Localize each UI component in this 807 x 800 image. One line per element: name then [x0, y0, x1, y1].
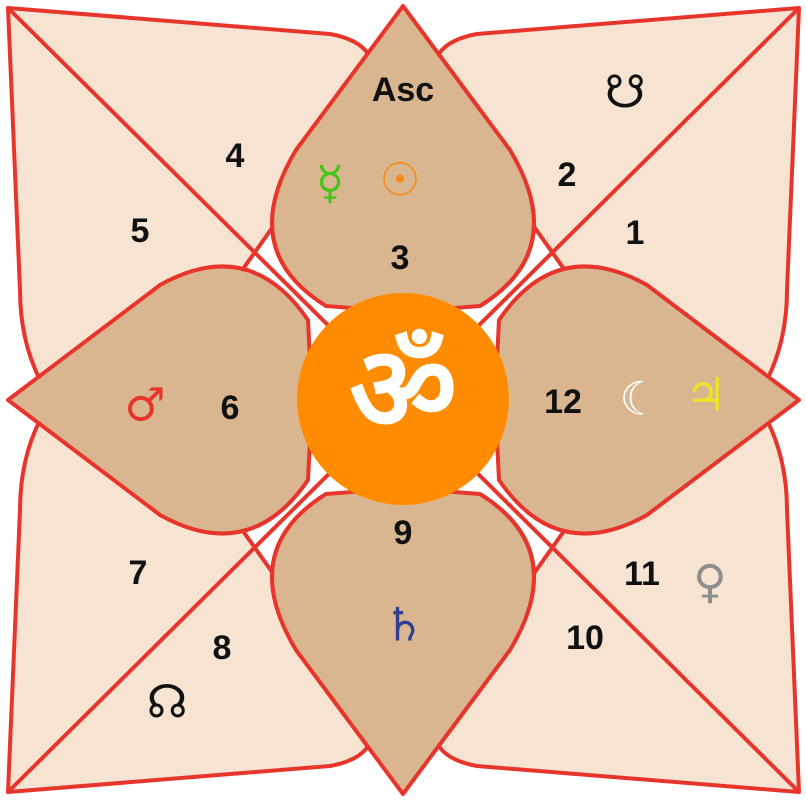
- house-number-5: 5: [131, 212, 150, 250]
- om-symbol: ॐ: [349, 320, 457, 458]
- house-number-8: 8: [213, 629, 232, 667]
- moon-icon: ☾: [619, 372, 660, 426]
- mars-icon: ♂: [124, 378, 165, 432]
- house-number-4: 4: [226, 137, 245, 175]
- house-number-12: 12: [544, 383, 582, 421]
- house-number-7: 7: [129, 554, 148, 592]
- saturn-icon: ♄: [383, 598, 424, 652]
- house-number-10: 10: [566, 619, 604, 657]
- house-number-3: 3: [391, 239, 410, 277]
- house-number-1: 1: [626, 214, 645, 252]
- center-circle: [297, 293, 509, 505]
- house-number-6: 6: [221, 389, 240, 427]
- house-number-9: 9: [394, 514, 413, 552]
- south-node-icon: ☋: [605, 65, 646, 119]
- ascendant-label: Asc: [372, 71, 434, 109]
- mercury-icon: ☿: [316, 156, 344, 210]
- venus-icon: ♀: [693, 555, 727, 609]
- house-number-11: 11: [624, 555, 660, 593]
- sun-icon: ☉: [379, 153, 420, 207]
- house-number-2: 2: [558, 156, 577, 194]
- north-node-icon: ☊: [147, 675, 188, 729]
- jupiter-icon: ♃: [685, 368, 726, 422]
